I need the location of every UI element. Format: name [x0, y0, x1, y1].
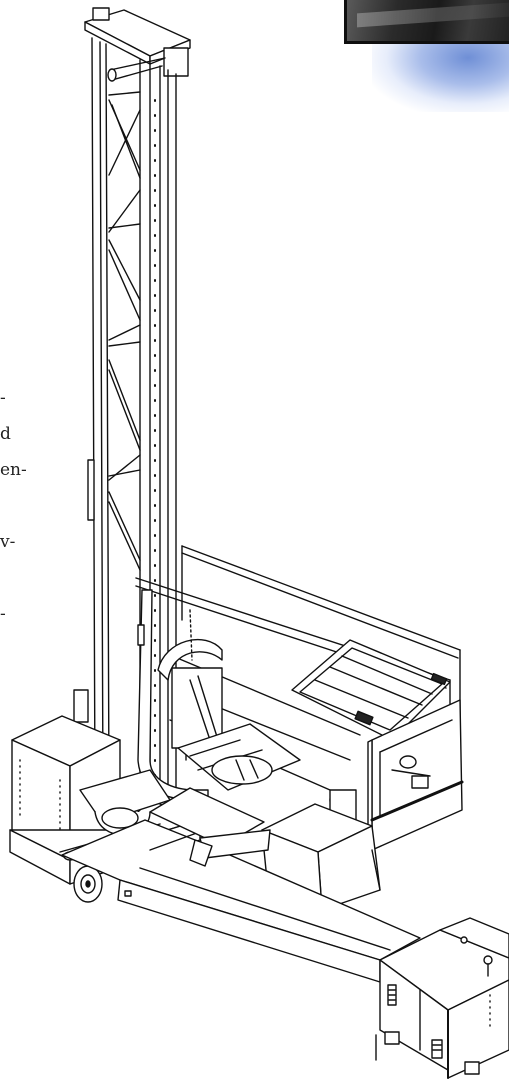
mast-assembly: [73, 7, 191, 836]
chassis: [9, 769, 421, 983]
text-fragment-line-1: -: [0, 388, 6, 408]
text-fragment-line-3: en-: [0, 460, 27, 480]
body-text-fragments: - d en- v- -: [0, 380, 60, 668]
photo-thumbnail: [344, 0, 509, 44]
text-fragment-line-2: d: [0, 424, 11, 444]
mast-bracing: [108, 91, 141, 571]
photo-shadow-glow: [372, 44, 509, 112]
lift-carriage: [137, 589, 301, 801]
text-fragment-line-7: -: [0, 604, 6, 624]
front-drive-unit: [375, 917, 509, 1079]
text-fragment-line-5: v-: [0, 532, 16, 552]
